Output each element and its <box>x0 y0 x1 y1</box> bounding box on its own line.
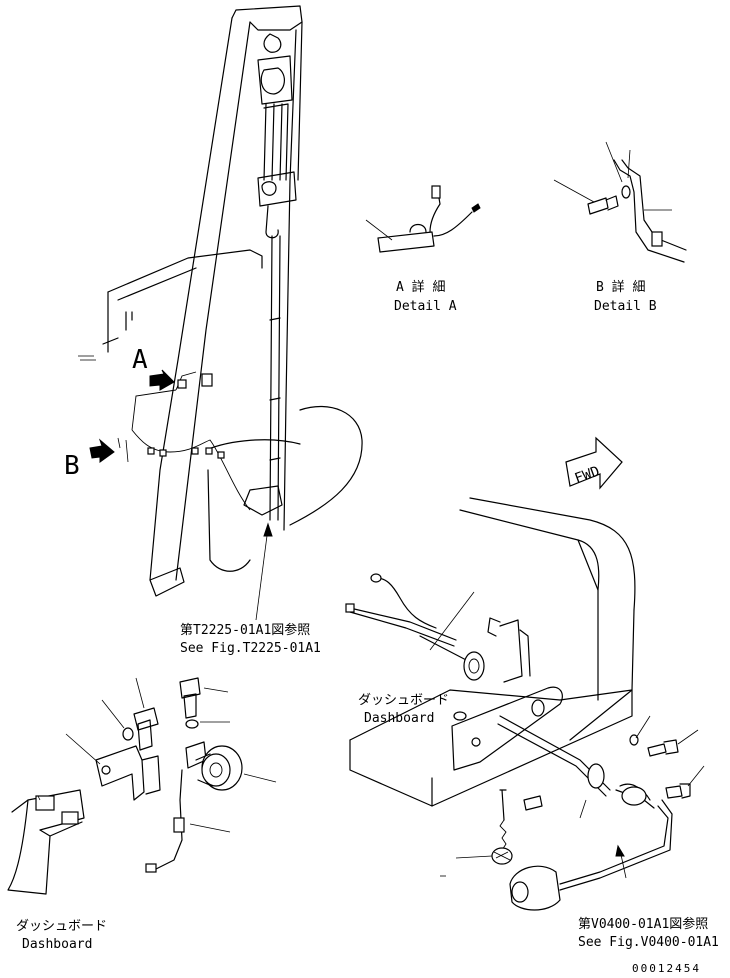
ref-t2225-jp: 第T2225-01A1図参照 <box>180 622 310 638</box>
callout-a-label: A <box>132 345 148 375</box>
detail-a: A 詳 細 Detail A <box>365 185 481 314</box>
harness-upper <box>345 573 485 721</box>
detail-a-title-en: Detail A <box>394 299 457 314</box>
ref-v0400-en: See Fig.V0400-01A1 <box>578 935 719 950</box>
ref-t2225-en: See Fig.T2225-01A1 <box>180 641 321 656</box>
reference-t2225: 第T2225-01A1図参照 See Fig.T2225-01A1 <box>180 522 321 656</box>
dashboard-left-jp: ダッシュボード <box>16 919 107 934</box>
arrow-a-icon <box>149 369 175 391</box>
dashboard-panel <box>349 497 636 807</box>
callout-a: A <box>132 345 175 391</box>
fwd-arrow: FWD <box>565 436 623 490</box>
forward-arrow-icon <box>565 436 623 490</box>
reference-v0400: 第V0400-01A1図参照 See Fig.V0400-01A1 <box>578 916 719 950</box>
dashboard-left-en: Dashboard <box>22 937 92 952</box>
callout-b: B <box>64 438 115 481</box>
detail-b-title-en: Detail B <box>594 299 657 314</box>
dashboard-left-label: ダッシュボード Dashboard <box>16 919 107 952</box>
detail-b-title-jp: B 詳 細 <box>596 279 645 295</box>
detail-b: B 詳 細 Detail B <box>553 141 687 314</box>
callout-b-label: B <box>64 451 80 481</box>
arrow-b-icon <box>89 438 115 463</box>
key-chain <box>440 789 543 877</box>
detail-a-title-jp: A 詳 細 <box>396 279 445 295</box>
harness-lower <box>497 715 673 911</box>
mast-assembly <box>78 5 363 597</box>
lower-left-assembly <box>7 677 277 895</box>
drawing-number: 00012454 <box>632 962 701 975</box>
ref-v0400-jp: 第V0400-01A1図参照 <box>578 916 708 932</box>
dashboard-center-en: Dashboard <box>364 711 434 726</box>
dashboard-center-label: ダッシュボード Dashboard <box>358 693 449 726</box>
dashboard-center-jp: ダッシュボード <box>358 693 449 708</box>
fasteners-right <box>629 715 705 799</box>
